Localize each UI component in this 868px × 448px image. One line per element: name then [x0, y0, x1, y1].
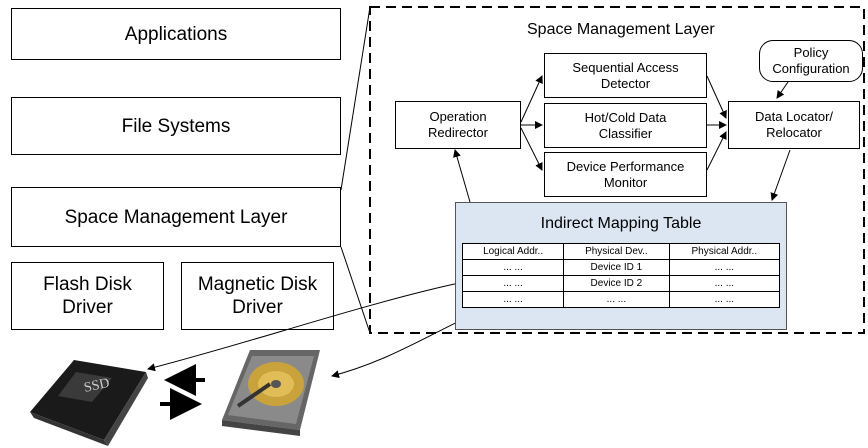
- table-cell: Device ID 1: [563, 259, 670, 276]
- header-cell: Physical Dev..: [563, 243, 670, 260]
- table-cell: ... ...: [461, 275, 565, 292]
- space-management-label: Space Management Layer: [64, 206, 288, 228]
- file-systems-box: File Systems: [11, 97, 341, 155]
- data-locator-box: Data Locator/ Relocator: [728, 101, 860, 149]
- applications-box: Applications: [11, 8, 341, 60]
- arrow-perf-locator: [706, 131, 727, 171]
- operation-redirector-box: Operation Redirector: [395, 101, 521, 149]
- ssd-icon: SSD: [30, 360, 148, 446]
- arrow-sequential-locator: [706, 75, 727, 119]
- table-cell: ... ...: [461, 291, 565, 308]
- table-cell: ... ...: [668, 259, 781, 276]
- data-locator-label: Data Locator/ Relocator: [754, 109, 834, 140]
- table-cell: ... ...: [668, 275, 781, 292]
- hard-disk-icon: [222, 350, 320, 436]
- applications-label: Applications: [124, 23, 228, 45]
- magnetic-driver-label: Magnetic Disk Driver: [197, 274, 318, 318]
- table-row: ... ... ... ... ... ...: [461, 291, 781, 308]
- arrow-redirector-perf: [520, 127, 543, 171]
- arrow-locator-table: [770, 149, 791, 201]
- magnetic-driver-box: Magnetic Disk Driver: [181, 262, 334, 330]
- table-cell: ... ...: [668, 291, 781, 308]
- table-cell: ... ...: [563, 291, 670, 308]
- space-management-box: Space Management Layer: [11, 187, 341, 247]
- arrow-policy-locator: [776, 81, 789, 99]
- header-cell: Physical Addr..: [668, 243, 781, 260]
- detail-title: Space Management Layer: [527, 21, 715, 38]
- perf-monitor-box: Device Performance Monitor: [544, 152, 707, 197]
- zoom-line-top: [340, 6, 371, 191]
- operation-redirector-label: Operation Redirector: [428, 109, 488, 140]
- mapping-table-header: Logical Addr.. Physical Dev.. Physical A…: [461, 243, 781, 260]
- hotcold-classifier-box: Hot/Cold Data Classifier: [544, 103, 707, 148]
- sequential-detector-label: Sequential Access Detector: [572, 59, 679, 91]
- mapping-table: Logical Addr.. Physical Dev.. Physical A…: [461, 243, 781, 308]
- table-row: ... ... Device ID 1 ... ...: [461, 259, 781, 276]
- ssd-label: SSD: [83, 376, 111, 396]
- arrow-table-redirector: [453, 149, 471, 203]
- policy-config-box: Policy Configuration: [759, 40, 863, 82]
- table-cell: ... ...: [461, 259, 565, 276]
- flash-driver-label: Flash Disk Driver: [43, 274, 132, 318]
- arrow-redirector-sequential: [520, 75, 543, 123]
- space-management-frame: [369, 6, 865, 334]
- table-row: ... ... Device ID 2 ... ...: [461, 275, 781, 292]
- flash-driver-box: Flash Disk Driver: [11, 262, 164, 330]
- mapping-table-panel: Indirect Mapping Table Logical Addr.. Ph…: [455, 202, 787, 330]
- file-systems-label: File Systems: [121, 115, 231, 137]
- table-cell: Device ID 2: [563, 275, 670, 292]
- zoom-line-bottom: [340, 246, 371, 334]
- header-cell: Logical Addr..: [461, 243, 565, 260]
- perf-monitor-label: Device Performance Monitor: [566, 158, 685, 190]
- policy-config-label: Policy Configuration: [772, 45, 850, 76]
- mapping-table-title: Indirect Mapping Table: [540, 215, 702, 232]
- sequential-detector-box: Sequential Access Detector: [544, 53, 707, 98]
- hotcold-classifier-label: Hot/Cold Data Classifier: [584, 109, 667, 141]
